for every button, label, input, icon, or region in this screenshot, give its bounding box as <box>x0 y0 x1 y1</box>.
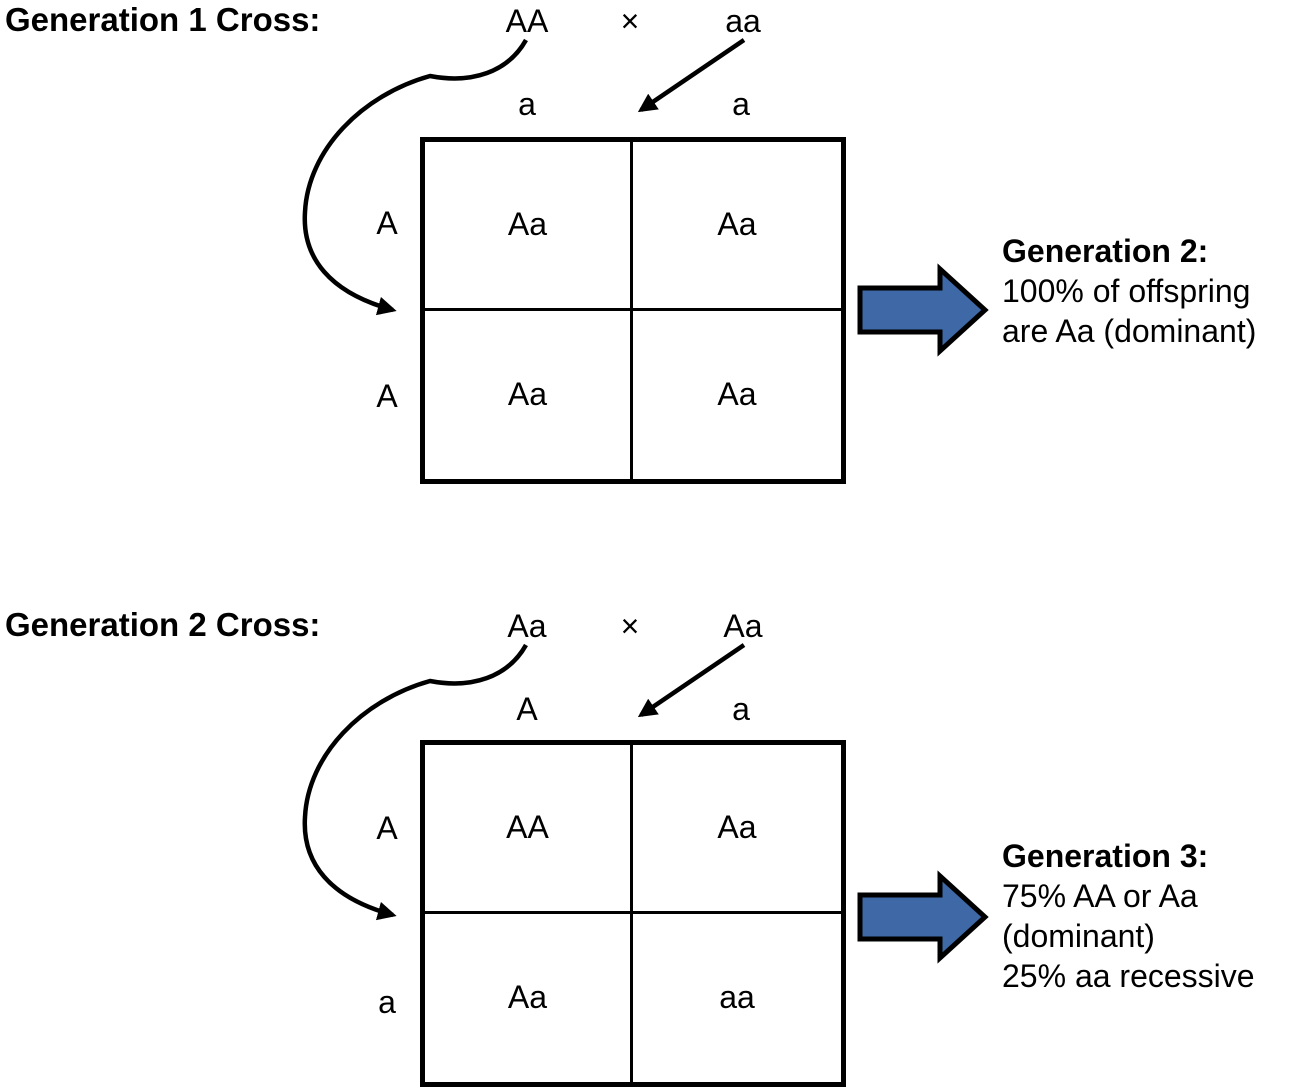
gen2-cell-top-left: AA <box>425 745 633 914</box>
gen2-row-label-1: A <box>376 810 398 846</box>
gen1-cell-top-left: Aa <box>425 142 633 311</box>
gen1-row-label-1: A <box>376 205 398 241</box>
gen2-parent1-genotype: Aa <box>507 608 547 644</box>
gen2-column-label-2: a <box>732 691 750 727</box>
gen2-result-title: Generation 2: <box>1002 233 1209 269</box>
gen1-cross-title: Generation 1 Cross: <box>5 1 321 38</box>
gen2-row-label-2: a <box>378 984 396 1020</box>
gen1-column-label-2: a <box>732 86 750 122</box>
gen1-column-label-1: a <box>518 86 536 122</box>
gen2-parent2-genotype: Aa <box>723 608 763 644</box>
gen2-result-line-1: 100% of offspring <box>1002 273 1251 309</box>
gen3-result-line-3: 25% aa recessive <box>1002 958 1255 994</box>
gen2-cross-symbol: × <box>620 608 640 644</box>
gen2-cross-title: Generation 2 Cross: <box>5 606 321 643</box>
gen2-cell-bottom-right: aa <box>719 979 755 1016</box>
gen1-punnett-square: Aa Aa Aa Aa <box>420 137 846 484</box>
gen2-column-label-1: A <box>516 691 538 727</box>
gen1-cell-bottom-left: Aa <box>425 310 633 479</box>
gen1-cross-symbol: × <box>620 3 640 39</box>
gen3-result-title: Generation 3: <box>1002 838 1209 874</box>
gen1-cell-bottom-right: Aa <box>717 376 757 413</box>
gen2-result-text: Generation 2: 100% of offspring are Aa (… <box>1002 231 1256 351</box>
straight-gamete-arrow-gen2 <box>637 643 746 718</box>
gen2-punnett-square: AA Aa Aa aa <box>420 740 846 1087</box>
gen1-parent1-genotype: AA <box>505 3 549 39</box>
gen3-result-line-2: (dominant) <box>1002 918 1155 954</box>
gen3-result-line-1: 75% AA or Aa <box>1002 878 1198 914</box>
gen1-cell-top-right: Aa <box>633 142 841 311</box>
gen3-result-text: Generation 3: 75% AA or Aa (dominant) 25… <box>1002 836 1255 996</box>
gen1-row-label-2: A <box>376 378 398 414</box>
straight-gamete-arrow-gen1 <box>637 38 746 113</box>
gen2-cell-top-right: Aa <box>633 745 841 914</box>
gen3-block-arrow-icon <box>857 870 989 964</box>
gen2-block-arrow-icon <box>857 263 989 357</box>
gen2-cell-bottom-left: Aa <box>425 913 633 1082</box>
gen2-result-line-2: are Aa (dominant) <box>1002 313 1257 349</box>
gen1-parent2-genotype: aa <box>725 3 761 39</box>
